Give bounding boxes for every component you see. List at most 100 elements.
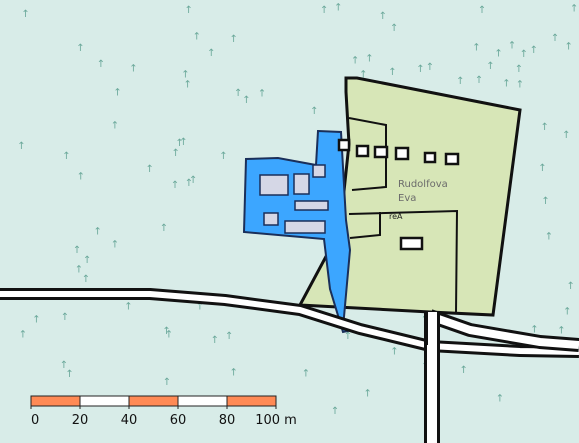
- parcel-boundary-line: [348, 209, 459, 314]
- forest-symbol: ↑: [165, 330, 173, 341]
- forest-symbol: ↑: [562, 130, 570, 141]
- building-row: [337, 138, 460, 251]
- area-name-line2: Eva: [398, 193, 416, 204]
- forest-symbol: ↑: [351, 55, 359, 66]
- building-rect: [312, 164, 326, 178]
- forest-symbol: ↑: [496, 394, 504, 405]
- forest-symbol: ↑: [230, 367, 238, 378]
- forest-symbol: ↑: [565, 41, 573, 52]
- forest-symbol: ↑: [113, 87, 121, 98]
- forest-symbol: ↑: [162, 326, 170, 337]
- forest-symbol: ↑: [193, 31, 201, 42]
- forest-symbol: ↑: [472, 43, 480, 54]
- forest-symbol: ↑: [196, 301, 204, 312]
- forest-symbol: ↑: [184, 79, 192, 90]
- forest-symbol: ↑: [77, 172, 85, 183]
- small-building: [394, 146, 410, 161]
- blue-area-buildings: [259, 164, 329, 234]
- building-rect: [294, 200, 329, 211]
- main-road-fill: [0, 291, 579, 355]
- area-name-line1: Rudolfova: [398, 179, 448, 190]
- forest-symbol: ↑: [334, 3, 342, 14]
- scale-tick-label: 60: [170, 413, 187, 428]
- building-rect: [263, 212, 279, 226]
- forest-symbol: ↑: [478, 5, 486, 16]
- building-rect: [284, 220, 326, 234]
- forest-symbol-layer: ↑↑↑↑↑↑↑↑↑↑↑↑↑↑↑↑↑↑↑↑↑↑↑↑↑↑↑↑↑↑↑↑↑↑↑↑↑↑↑↑…: [17, 3, 578, 418]
- forest-symbol: ↑: [426, 62, 434, 73]
- forest-symbol: ↑: [390, 23, 398, 34]
- parcel-boundary-line: [349, 212, 381, 239]
- small-building: [399, 236, 424, 251]
- forest-symbol: ↑: [530, 45, 538, 56]
- forest-symbol: ↑: [211, 335, 219, 346]
- forest-symbol: ↑: [520, 49, 528, 60]
- small-building: [355, 144, 370, 158]
- forest-symbol: ↑: [111, 121, 119, 132]
- forest-symbol: ↑: [570, 4, 578, 15]
- forest-symbol: ↑: [379, 11, 387, 22]
- forest-symbol: ↑: [225, 331, 233, 342]
- forest-symbol: ↑: [172, 148, 180, 159]
- forest-symbol: ↑: [179, 137, 187, 148]
- scale-bar-segment: [128, 395, 179, 407]
- branch-road-fill: [428, 312, 579, 349]
- forest-symbol: ↑: [456, 76, 464, 87]
- forest-symbol: ↑: [181, 69, 189, 80]
- forest-symbol: ↑: [320, 5, 328, 16]
- forest-symbol: ↑: [230, 34, 238, 45]
- scale-bar-segment: [30, 395, 81, 407]
- forest-symbol: ↑: [359, 70, 367, 81]
- forest-symbol: ↑: [32, 314, 40, 325]
- small-building: [373, 145, 389, 159]
- forest-symbol: ↑: [365, 54, 373, 65]
- forest-symbol: ↑: [258, 89, 266, 100]
- scale-tick-label: 80: [219, 413, 236, 428]
- forest-symbol: ↑: [242, 95, 250, 106]
- forest-symbol: ↑: [62, 151, 70, 162]
- road-spur: [426, 312, 439, 345]
- forest-symbol: ↑: [557, 326, 565, 337]
- forest-symbol: ↑: [175, 138, 183, 149]
- forest-symbol: ↑: [189, 175, 197, 186]
- forest-symbol: ↑: [129, 64, 137, 75]
- forest-symbol: ↑: [171, 180, 179, 191]
- forest-symbol: ↑: [364, 389, 372, 400]
- forest-symbol: ↑: [516, 80, 524, 91]
- forest-symbol: ↑: [65, 369, 73, 380]
- forest-symbol: ↑: [111, 240, 119, 251]
- forest-symbol: ↑: [567, 281, 575, 292]
- forest-symbol: ↑: [185, 178, 193, 189]
- forest-symbol: ↑: [163, 377, 171, 388]
- forest-symbol: ↑: [331, 406, 339, 417]
- forest-symbol: ↑: [486, 61, 494, 72]
- forest-symbol: ↑: [494, 49, 502, 60]
- forest-symbol: ↑: [538, 163, 546, 174]
- map-labels: Rudolfova Eva reA: [389, 179, 448, 221]
- forest-symbol: ↑: [541, 196, 549, 207]
- small-parcel-label: reA: [389, 212, 403, 221]
- forest-symbol: ↑: [508, 41, 516, 52]
- forest-symbol: ↑: [515, 64, 523, 75]
- building-rect: [259, 174, 289, 196]
- forest-symbol: ↑: [146, 164, 154, 175]
- forest-symbol: ↑: [124, 302, 132, 313]
- forest-symbol: ↑: [19, 330, 27, 341]
- forest-symbol: ↑: [94, 226, 102, 237]
- forest-symbol: ↑: [390, 347, 398, 358]
- scale-bar-segment: [177, 395, 228, 407]
- forest-symbol: ↑: [541, 122, 549, 133]
- scale-tick-label: 100 m: [255, 413, 297, 428]
- forest-symbol: ↑: [310, 106, 318, 117]
- forest-symbol: ↑: [21, 9, 29, 20]
- forest-symbol: ↑: [502, 78, 510, 89]
- building-rect: [293, 173, 310, 195]
- road-layer: [0, 288, 579, 443]
- forest-symbol: ↑: [76, 43, 84, 54]
- forest-symbol: ↑: [207, 48, 215, 59]
- forest-symbol: ↑: [234, 88, 242, 99]
- forest-symbol: ↑: [460, 365, 468, 376]
